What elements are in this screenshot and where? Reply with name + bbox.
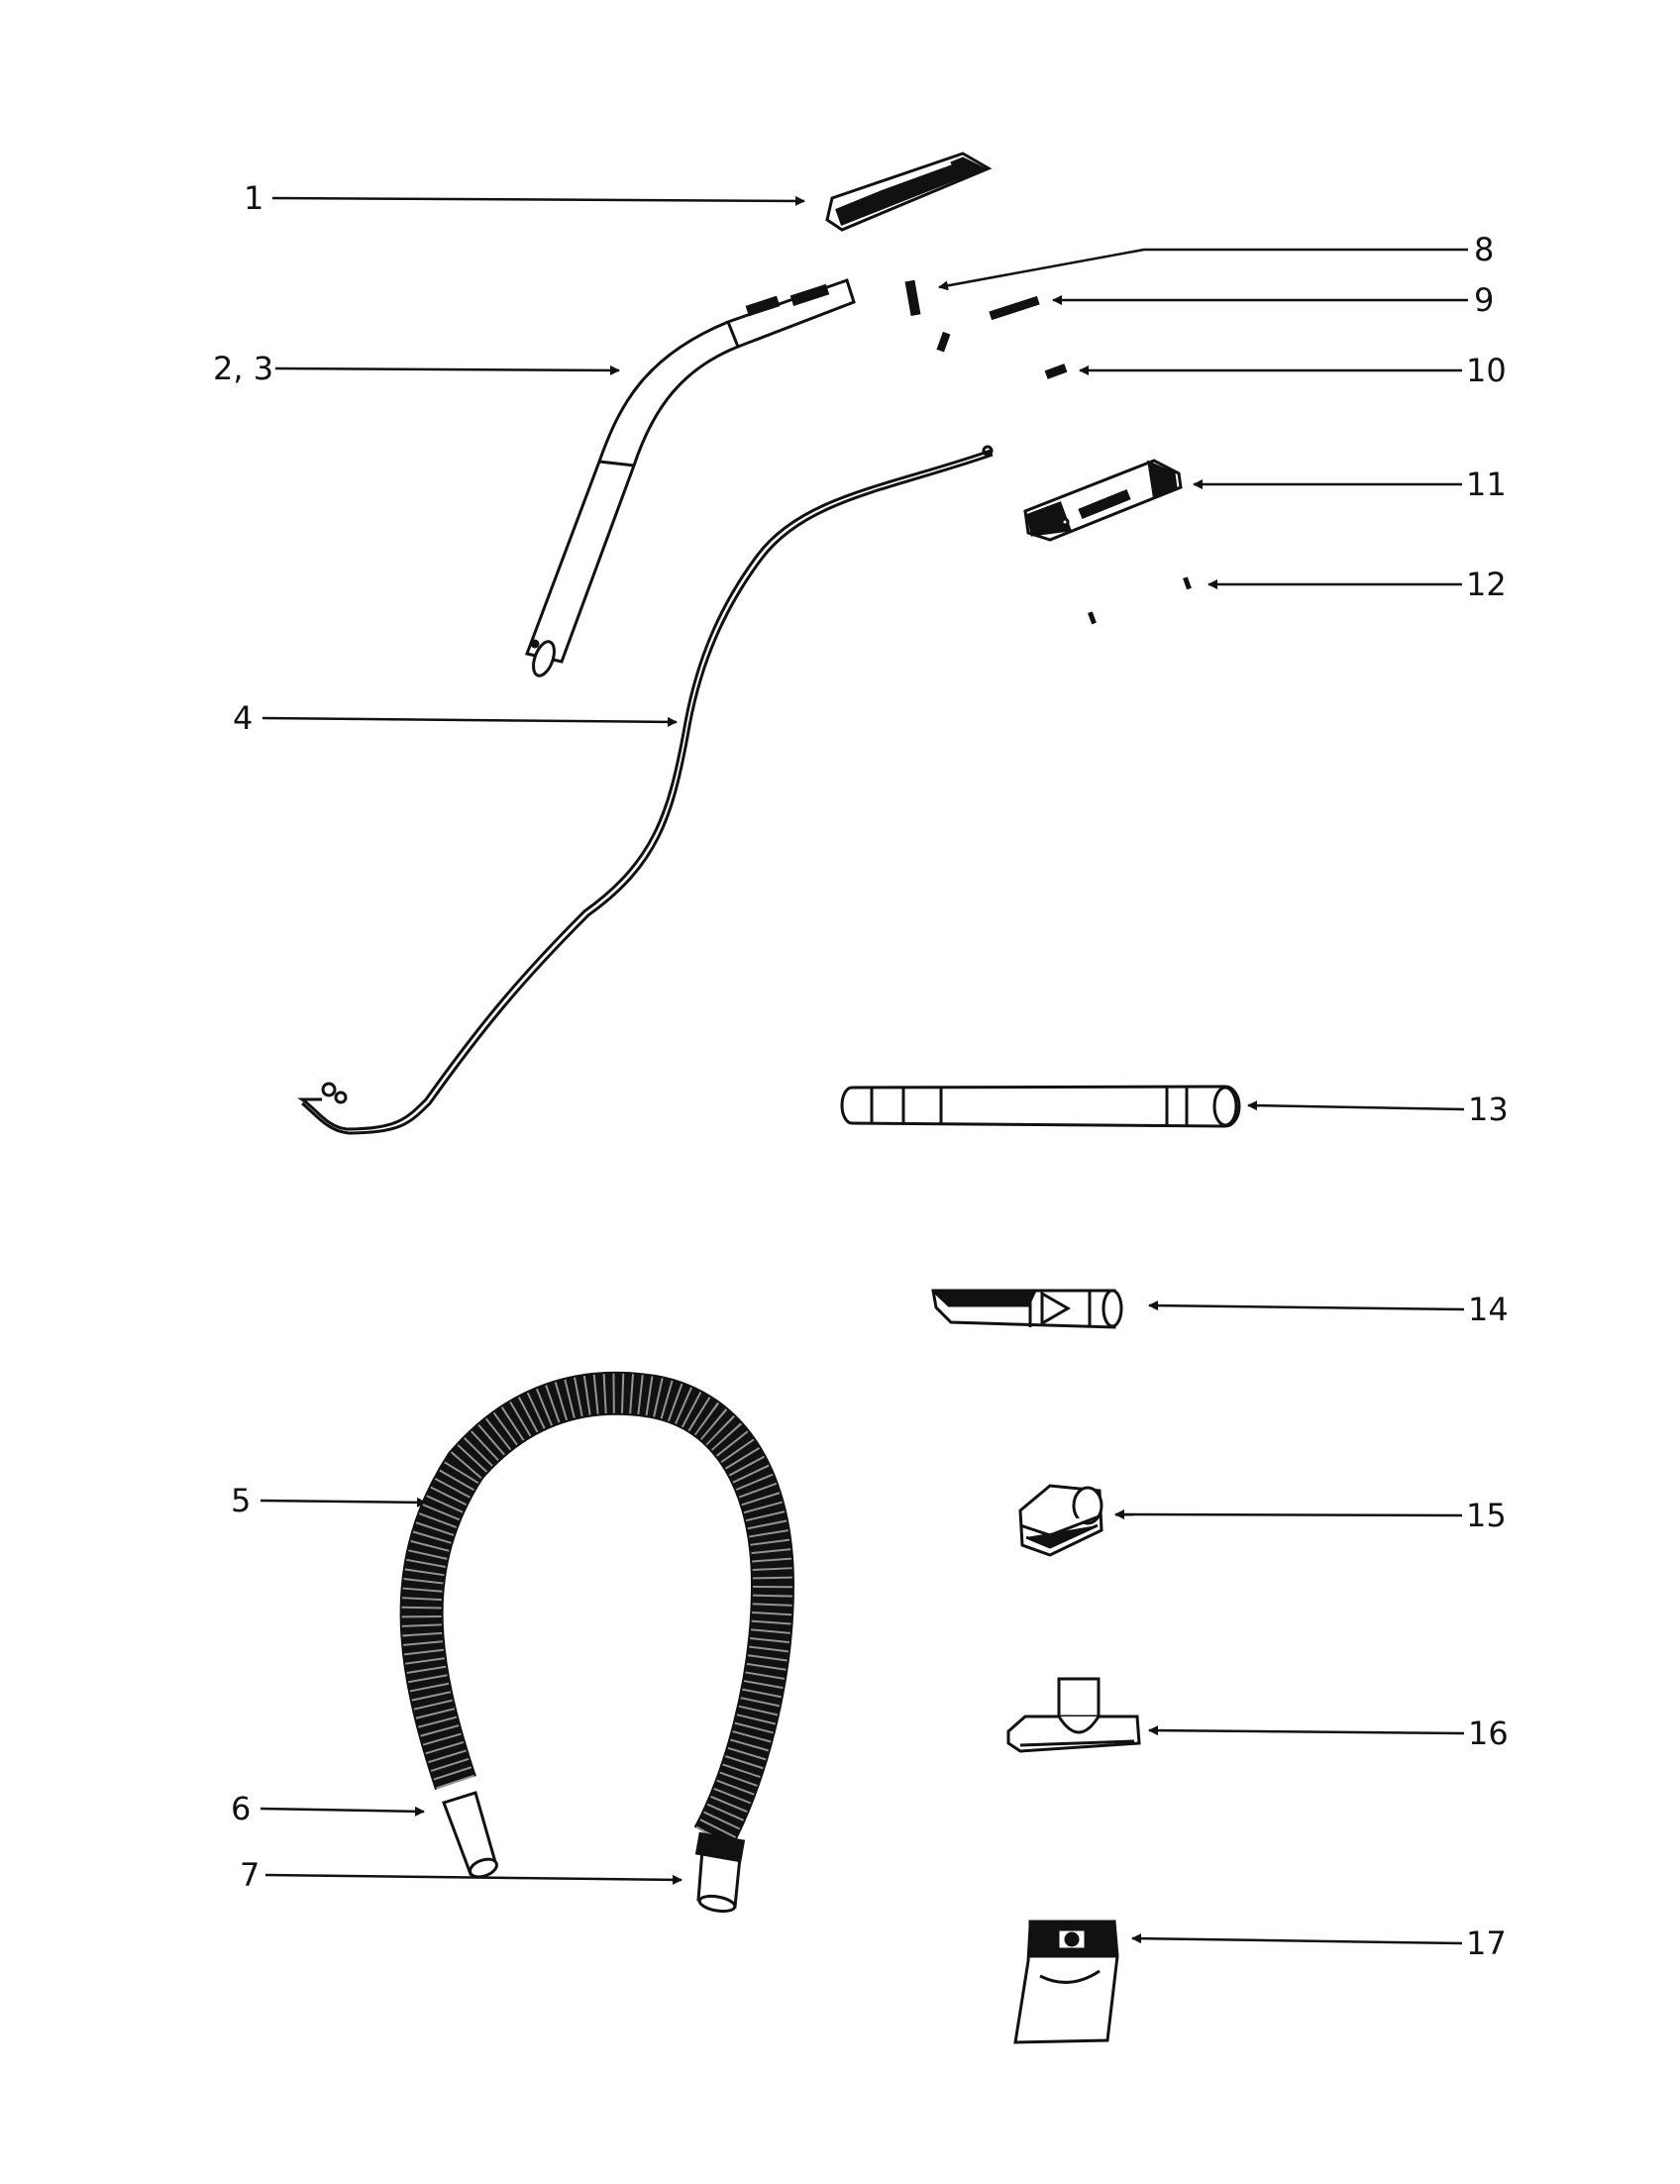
left-leader-lines <box>260 195 805 1885</box>
part-15-upholstery-tool <box>1018 1484 1103 1557</box>
part-6-hose-cuff <box>442 1791 498 1879</box>
part-1-handle-cover <box>825 152 993 232</box>
callout-label-14: 14 <box>1468 1291 1509 1328</box>
part-11-handle-grip <box>1023 459 1183 542</box>
part-14-crevice-tool <box>931 1289 1123 1329</box>
callout-label-2-3: 2, 3 <box>213 350 274 387</box>
part-7-hose-swivel <box>694 1831 746 1914</box>
callout-label-10: 10 <box>1466 352 1507 389</box>
leader-line-13 <box>1247 1100 1465 1111</box>
leader-line-14 <box>1148 1300 1465 1311</box>
callout-label-15: 15 <box>1466 1497 1507 1534</box>
callout-label-17: 17 <box>1466 1924 1507 1962</box>
leader-line-4 <box>262 716 678 727</box>
leader-line-8 <box>938 248 1468 291</box>
leader-line-5 <box>260 1497 427 1508</box>
leader-line-1 <box>271 195 805 206</box>
part-8-screw <box>904 279 921 317</box>
leader-line-16 <box>1148 1725 1465 1736</box>
callout-label-13: 13 <box>1468 1091 1509 1128</box>
part-13-wand <box>840 1085 1241 1128</box>
callout-label-5: 5 <box>231 1482 252 1519</box>
leader-line-6 <box>260 1806 425 1817</box>
leader-line-2-3 <box>274 364 620 375</box>
leader-line-15 <box>1114 1509 1463 1520</box>
callout-label-1: 1 <box>244 179 264 217</box>
part-2-3-handle-tube <box>524 278 856 677</box>
callout-label-9: 9 <box>1474 281 1495 319</box>
callout-label-4: 4 <box>233 699 254 737</box>
callout-label-8: 8 <box>1474 231 1495 268</box>
part-5-hose <box>399 1371 795 1848</box>
part-4-cord <box>297 445 994 1135</box>
part-8-pin <box>936 331 951 353</box>
callout-label-7: 7 <box>240 1856 261 1894</box>
part-10-clip <box>1044 364 1068 379</box>
part-9-spring <box>989 295 1040 321</box>
callout-label-6: 6 <box>231 1790 252 1827</box>
part-17-bag <box>1013 1920 1119 2044</box>
part-16-floor-tool <box>1006 1677 1141 1753</box>
callout-label-12: 12 <box>1466 566 1507 603</box>
right-leader-lines <box>938 248 1468 1945</box>
callout-label-16: 16 <box>1468 1715 1509 1752</box>
part-12-screws <box>1088 576 1192 625</box>
leader-line-17 <box>1131 1933 1463 1945</box>
parts-8-9-10-small-pins <box>904 279 1068 379</box>
callout-label-11: 11 <box>1466 466 1507 503</box>
